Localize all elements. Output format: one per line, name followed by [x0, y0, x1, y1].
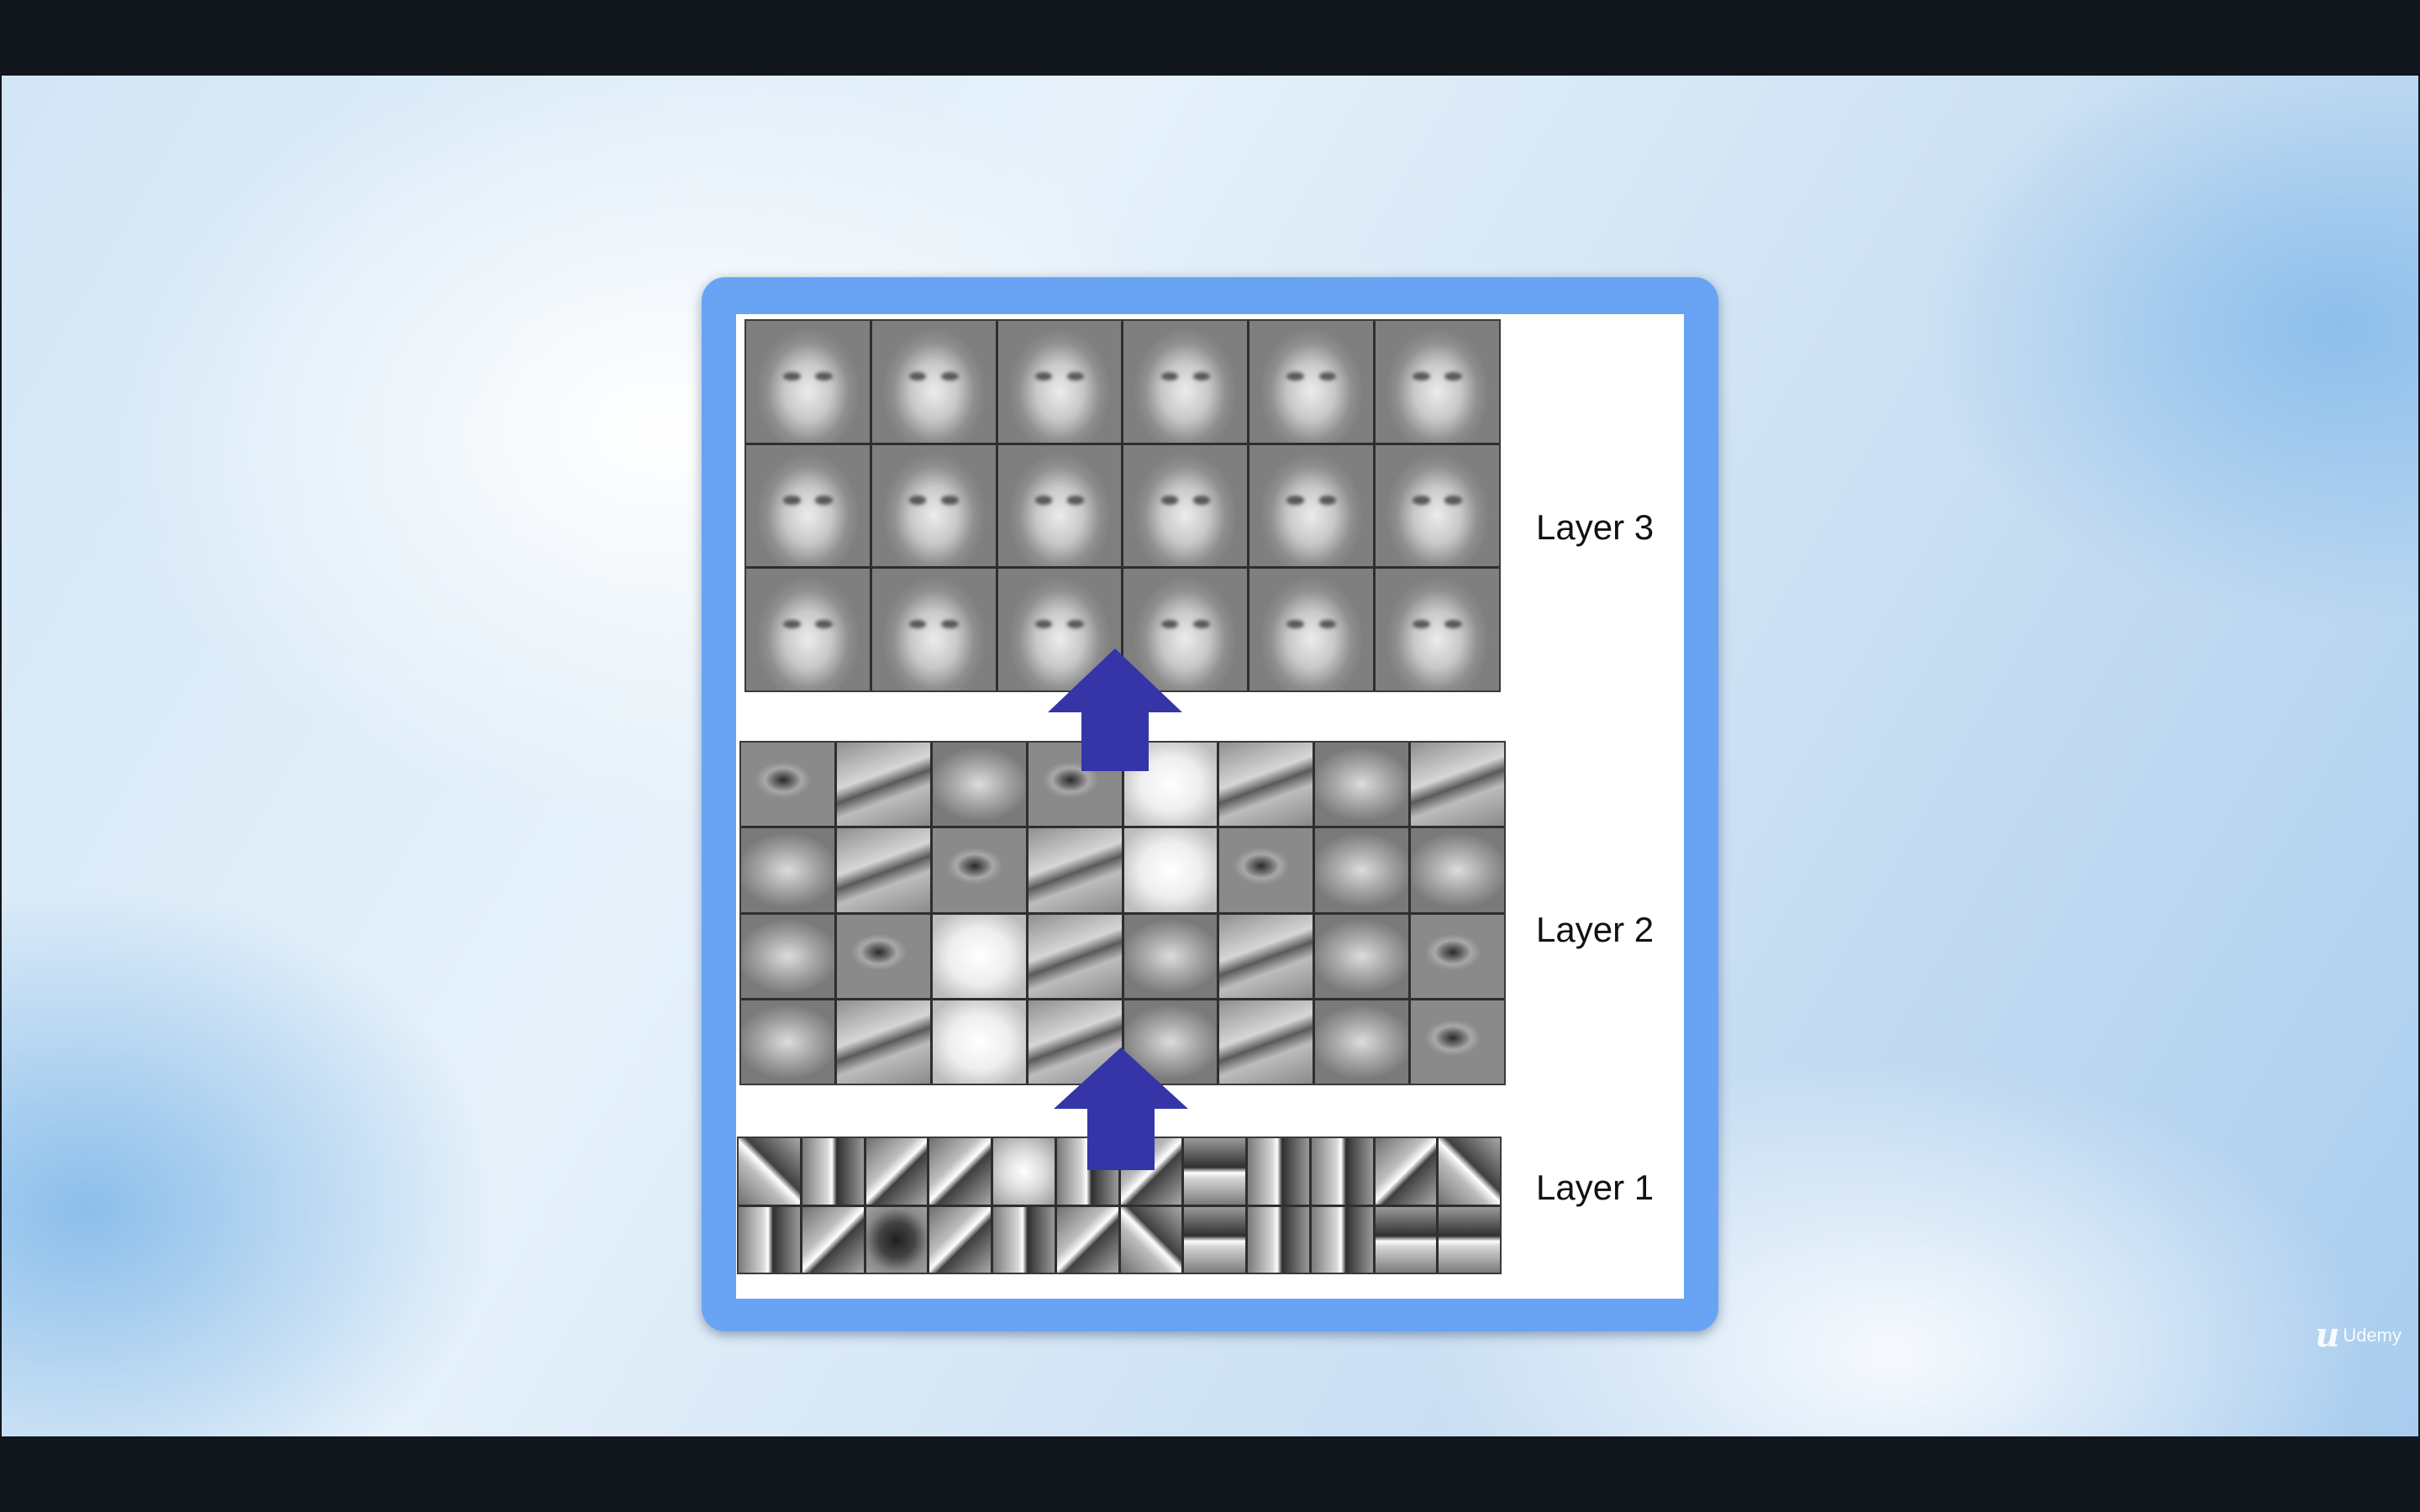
- edge-feature-tile: [929, 1206, 991, 1273]
- face-feature-tile: [871, 444, 996, 567]
- face-part-feature-tile: [1028, 914, 1122, 998]
- face-feature-tile: [871, 569, 996, 690]
- layer-2-label: Layer 2: [1536, 910, 1655, 949]
- face-feature-tile: [1123, 321, 1248, 443]
- edge-feature-tile: [929, 1138, 991, 1205]
- udemy-logo-icon: u: [2315, 1315, 2340, 1355]
- layer-3-feature-grid: [744, 319, 1501, 692]
- face-part-feature-tile: [1315, 914, 1409, 998]
- face-part-feature-tile: [1411, 914, 1504, 998]
- udemy-watermark: u Udemy: [2315, 1319, 2402, 1352]
- face-feature-tile: [746, 569, 870, 690]
- up-arrow-layer2: [1054, 1047, 1188, 1170]
- edge-feature-tile: [802, 1206, 864, 1273]
- face-feature-tile: [1376, 444, 1499, 567]
- edge-feature-tile: [802, 1138, 864, 1205]
- face-part-feature-tile: [741, 828, 834, 912]
- face-feature-tile: [1123, 569, 1248, 690]
- edge-feature-tile: [865, 1138, 928, 1205]
- layer-3-label: Layer 3: [1536, 507, 1655, 547]
- edge-feature-tile: [1311, 1138, 1373, 1205]
- face-feature-tile: [1376, 321, 1499, 443]
- face-part-feature-tile: [1219, 914, 1313, 998]
- face-feature-tile: [1376, 569, 1499, 690]
- edge-feature-tile: [1184, 1206, 1245, 1273]
- face-feature-tile: [746, 444, 870, 567]
- face-part-feature-tile: [1219, 1000, 1313, 1084]
- edge-feature-tile: [1439, 1138, 1500, 1205]
- face-part-feature-tile: [1123, 828, 1218, 912]
- edge-feature-tile: [865, 1206, 928, 1273]
- face-part-feature-tile: [1411, 1000, 1504, 1084]
- face-feature-tile: [1249, 569, 1374, 690]
- face-feature-tile: [871, 321, 996, 443]
- udemy-brand-name: Udemy: [2343, 1325, 2402, 1346]
- face-part-feature-tile: [1315, 743, 1409, 827]
- face-part-feature-tile: [932, 828, 1026, 912]
- edge-feature-tile: [1375, 1138, 1437, 1205]
- face-part-feature-tile: [932, 743, 1026, 827]
- edge-feature-tile: [993, 1138, 1055, 1205]
- edge-feature-tile: [993, 1206, 1055, 1273]
- face-part-feature-tile: [836, 1000, 930, 1084]
- face-feature-tile: [1123, 444, 1248, 567]
- face-part-feature-tile: [1219, 743, 1313, 827]
- edge-feature-tile: [1439, 1206, 1500, 1273]
- face-part-feature-tile: [1123, 914, 1218, 998]
- edge-feature-tile: [739, 1206, 800, 1273]
- layer-1-feature-grid: [737, 1137, 1502, 1274]
- face-part-feature-tile: [1411, 743, 1504, 827]
- face-feature-tile: [1249, 444, 1374, 567]
- face-feature-tile: [1249, 321, 1374, 443]
- edge-feature-tile: [739, 1138, 800, 1205]
- face-part-feature-tile: [1028, 828, 1122, 912]
- face-part-feature-tile: [1315, 828, 1409, 912]
- face-part-feature-tile: [836, 914, 930, 998]
- edge-feature-tile: [1120, 1206, 1182, 1273]
- face-feature-tile: [746, 321, 870, 443]
- face-part-feature-tile: [1315, 1000, 1409, 1084]
- edge-feature-tile: [1056, 1206, 1118, 1273]
- face-part-feature-tile: [741, 743, 834, 827]
- layer-2-feature-grid: [739, 741, 1506, 1085]
- face-part-feature-tile: [1219, 828, 1313, 912]
- face-part-feature-tile: [836, 828, 930, 912]
- face-part-feature-tile: [836, 743, 930, 827]
- face-part-feature-tile: [741, 914, 834, 998]
- up-arrow-layer3: [1048, 648, 1182, 771]
- layer-1-label: Layer 1: [1536, 1168, 1655, 1207]
- edge-feature-tile: [1248, 1138, 1309, 1205]
- face-part-feature-tile: [932, 914, 1026, 998]
- face-part-feature-tile: [741, 1000, 834, 1084]
- edge-feature-tile: [1375, 1206, 1437, 1273]
- face-feature-tile: [997, 444, 1122, 567]
- edge-feature-tile: [1248, 1206, 1309, 1273]
- face-part-feature-tile: [1411, 828, 1504, 912]
- face-feature-tile: [997, 321, 1122, 443]
- edge-feature-tile: [1311, 1206, 1373, 1273]
- edge-feature-tile: [1184, 1138, 1245, 1205]
- face-part-feature-tile: [932, 1000, 1026, 1084]
